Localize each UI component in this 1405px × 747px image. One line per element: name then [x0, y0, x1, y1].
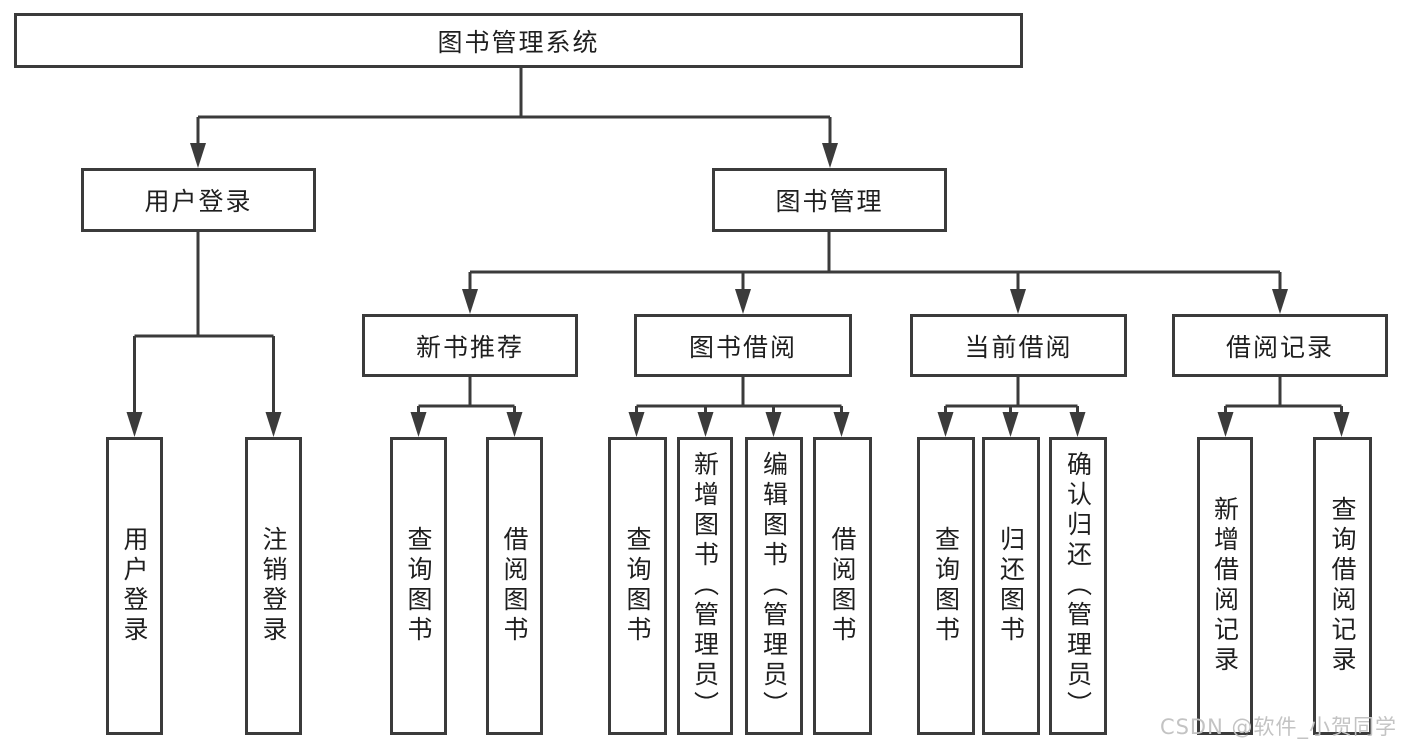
leaf-query-books-borrow: 查询图书 [608, 437, 667, 735]
node-book-management: 图书管理 [712, 168, 947, 232]
arrowheads [126, 143, 1350, 437]
node-root: 图书管理系统 [14, 13, 1023, 68]
node-book-borrow: 图书借阅 [634, 314, 852, 377]
leaf-confirm-return-admin: 确认归还（管理员） [1049, 437, 1107, 735]
leaf-add-borrow-record: 新增借阅记录 [1197, 437, 1253, 735]
leaf-borrow-books: 借阅图书 [813, 437, 872, 735]
node-borrow-records: 借阅记录 [1172, 314, 1388, 377]
node-current-borrow: 当前借阅 [910, 314, 1127, 377]
leaf-edit-books-admin: 编辑图书（管理员） [745, 437, 803, 735]
leaf-return-books: 归还图书 [982, 437, 1040, 735]
csdn-watermark: CSDN @软件_小贺同学 [1159, 715, 1397, 739]
leaf-query-borrow-record: 查询借阅记录 [1313, 437, 1372, 735]
leaf-add-books-admin: 新增图书（管理员） [677, 437, 733, 735]
node-user-login: 用户登录 [81, 168, 316, 232]
leaf-borrow-books-recommend: 借阅图书 [486, 437, 543, 735]
leaf-query-books-current: 查询图书 [917, 437, 975, 735]
leaf-logout: 注销登录 [245, 437, 302, 735]
leaf-query-books-recommend: 查询图书 [390, 437, 447, 735]
node-new-book-recommend: 新书推荐 [362, 314, 578, 377]
leaf-user-login: 用户登录 [106, 437, 163, 735]
